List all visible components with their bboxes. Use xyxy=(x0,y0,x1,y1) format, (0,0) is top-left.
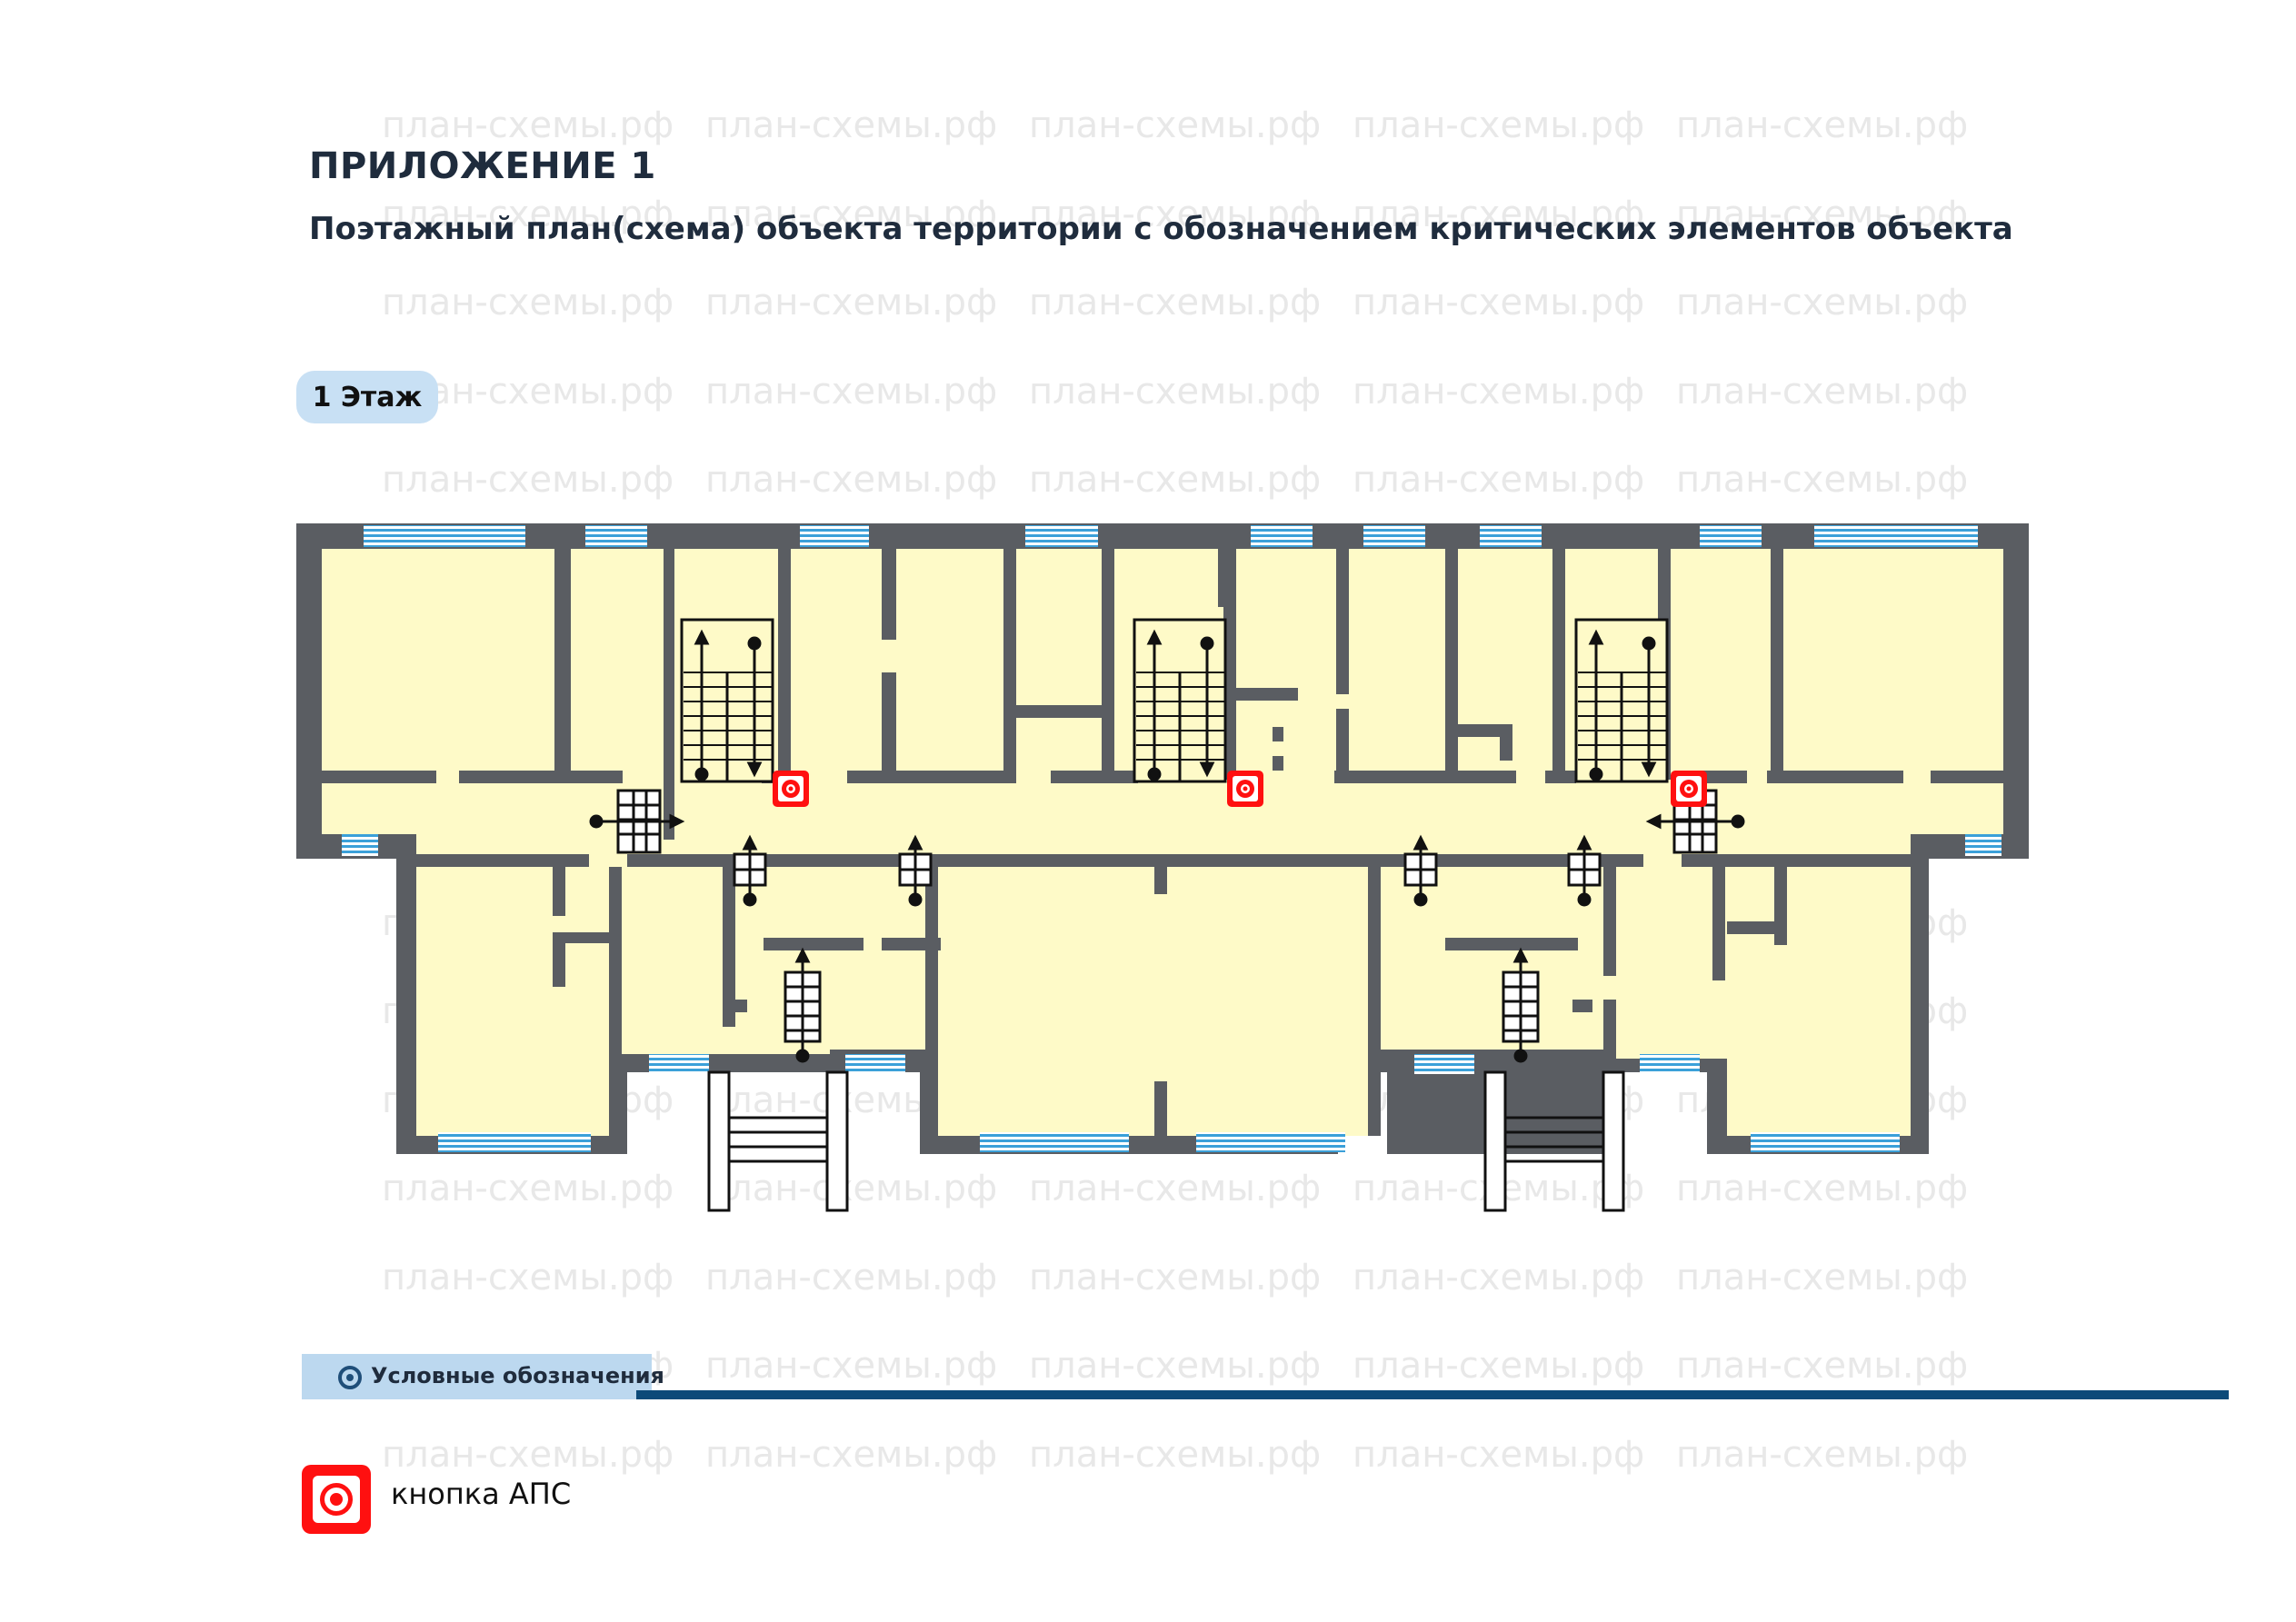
legend-item-label: кнопка АПС xyxy=(391,1477,572,1511)
page-subtitle: Поэтажный план(схема) объекта территории… xyxy=(309,211,2013,247)
aps-button-icon[interactable] xyxy=(1227,771,1263,807)
staircase-1 xyxy=(680,618,774,783)
legend-divider xyxy=(636,1390,2229,1399)
aps-button-icon[interactable] xyxy=(773,771,809,807)
porch-left xyxy=(707,1070,849,1212)
legend-title: Условные обозначения xyxy=(371,1363,664,1388)
landing-stair-right xyxy=(1645,789,1745,854)
target-icon xyxy=(338,1366,362,1389)
page-title: ПРИЛОЖЕНИЕ 1 xyxy=(309,145,656,187)
staircase-3 xyxy=(1574,618,1669,783)
aps-button-icon xyxy=(302,1465,371,1534)
lower-stair-left xyxy=(784,947,822,1063)
interior-walls xyxy=(322,549,2003,1154)
porch-right xyxy=(1483,1070,1625,1212)
lower-stair-right xyxy=(1502,947,1540,1063)
windows xyxy=(342,525,2002,1152)
staircase-2 xyxy=(1133,618,1227,783)
landing-stair-left xyxy=(589,789,685,854)
aps-button-icon[interactable] xyxy=(1671,771,1707,807)
floor-badge[interactable]: 1 Этаж xyxy=(296,371,438,423)
exit-marks xyxy=(733,834,1602,907)
